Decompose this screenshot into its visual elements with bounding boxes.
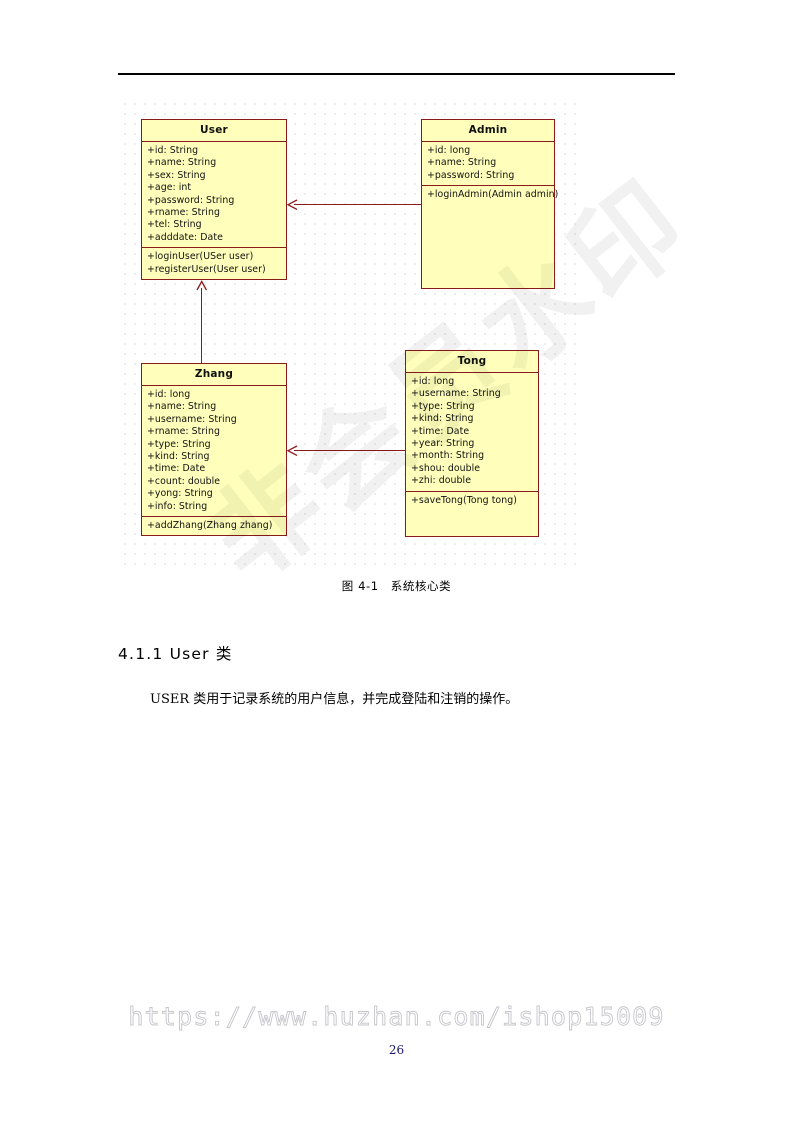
- uml-class-tong[interactable]: Tong +id: long +username: String +type: …: [405, 350, 539, 537]
- uml-attribute: +rname: String: [147, 207, 220, 219]
- uml-attribute: +type: String: [147, 438, 211, 450]
- uml-attribute: +info: String: [147, 500, 208, 512]
- uml-attribute: +yong: String: [147, 488, 213, 500]
- uml-operations-section: +saveTong(Tong tong): [406, 492, 538, 510]
- uml-attribute: +id: long: [147, 389, 191, 400]
- section-heading: 4.1.1 User 类: [118, 645, 233, 663]
- uml-class-zhang[interactable]: Zhang +id: long +name: String +username:…: [141, 363, 287, 537]
- connector-tong-to-zhang: [294, 450, 405, 452]
- figure-caption: 图 4-1 系统核心类: [341, 579, 452, 593]
- uml-attribute: +id: String: [147, 145, 199, 156]
- uml-attribute: +id: long: [427, 145, 471, 156]
- uml-attribute: +username: String: [411, 388, 501, 400]
- uml-attribute: +zhi: double: [411, 475, 472, 487]
- uml-class-title: Admin: [422, 120, 554, 142]
- uml-class-user[interactable]: User +id: String +name: String +sex: Str…: [141, 119, 287, 281]
- uml-attribute: +name: String: [147, 157, 217, 169]
- uml-attribute: +adddate: Date: [147, 231, 223, 243]
- uml-attribute: +kind: String: [411, 413, 474, 425]
- uml-attribute: +rname: String: [147, 426, 220, 438]
- uml-attribute: +age: int: [147, 182, 192, 194]
- connector-zhang-to-user: [201, 288, 203, 364]
- uml-attribute: +type: String: [411, 400, 475, 412]
- uml-class-title: Tong: [406, 351, 538, 373]
- uml-attributes-section: +id: long +name: String +password: Strin…: [422, 142, 554, 187]
- uml-attributes-section: +id: String +name: String +sex: String +…: [142, 142, 286, 249]
- uml-operations-section: +loginUser(USer user) +registerUser(User…: [142, 248, 286, 279]
- uml-operation: +loginAdmin(Admin admin): [427, 189, 559, 201]
- uml-attribute: +month: String: [411, 450, 485, 462]
- uml-attribute: +year: String: [411, 438, 475, 450]
- uml-attribute: +kind: String: [147, 451, 210, 463]
- uml-attribute: +name: String: [427, 157, 497, 169]
- uml-attribute: +password: String: [427, 169, 515, 181]
- uml-attribute: +username: String: [147, 413, 237, 425]
- uml-operations-section: +loginAdmin(Admin admin): [422, 186, 559, 288]
- uml-attribute: +password: String: [147, 194, 235, 206]
- uml-class-admin[interactable]: Admin +id: long +name: String +password:…: [421, 119, 559, 289]
- page-number: 26: [388, 1043, 405, 1057]
- uml-attribute: +count: double: [147, 475, 221, 487]
- body-paragraph: USER 类用于记录系统的用户信息，并完成登陆和注销的操作。: [150, 692, 519, 707]
- uml-attribute: +shou: double: [411, 462, 481, 474]
- uml-class-title: User: [142, 120, 286, 142]
- uml-attributes-section: +id: long +name: String +username: Strin…: [142, 386, 286, 518]
- uml-operations-section: +addZhang(Zhang zhang): [142, 517, 286, 535]
- connector-admin-to-user: [294, 204, 421, 206]
- header-rule: [118, 73, 675, 75]
- uml-operation: +saveTong(Tong tong): [411, 494, 517, 506]
- uml-diagram-canvas: User +id: String +name: String +sex: Str…: [119, 98, 579, 568]
- uml-attribute: +time: Date: [411, 425, 470, 437]
- watermark-url: https://www.huzhan.com/ishop15009: [128, 1002, 665, 1032]
- uml-attribute: +time: Date: [147, 463, 206, 475]
- uml-attribute: +id: long: [411, 376, 455, 387]
- uml-operation: +addZhang(Zhang zhang): [147, 520, 273, 532]
- uml-attribute: +tel: String: [147, 219, 202, 231]
- uml-attribute: +name: String: [147, 401, 217, 413]
- uml-operation: +loginUser(USer user): [147, 251, 254, 263]
- uml-class-title: Zhang: [142, 364, 286, 386]
- uml-operation: +registerUser(User user): [147, 263, 266, 275]
- uml-attribute: +sex: String: [147, 169, 206, 181]
- uml-attributes-section: +id: long +username: String +type: Strin…: [406, 373, 538, 492]
